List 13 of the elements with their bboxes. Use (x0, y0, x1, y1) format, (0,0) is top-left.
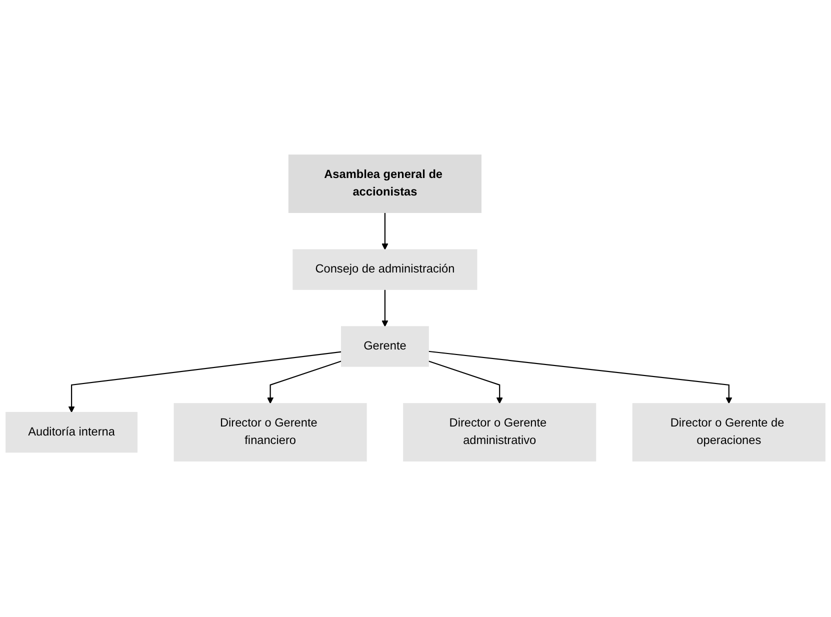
arrow (428, 361, 503, 404)
node-box: Gerente (341, 326, 429, 368)
arrow (382, 213, 388, 250)
node-box: Consejo de administración (292, 250, 478, 290)
arrow (382, 290, 388, 328)
node-box: Asamblea general de accionistas (288, 155, 482, 214)
node-box: Director o Gerente de operaciones (632, 404, 826, 462)
node-box: Director o Gerente financiero (174, 404, 367, 462)
node-box: Auditoría interna (6, 412, 138, 454)
arrow (68, 352, 342, 414)
node-box: Director o Gerente administrativo (403, 404, 596, 462)
arrow (428, 351, 732, 404)
arrow (267, 361, 342, 404)
